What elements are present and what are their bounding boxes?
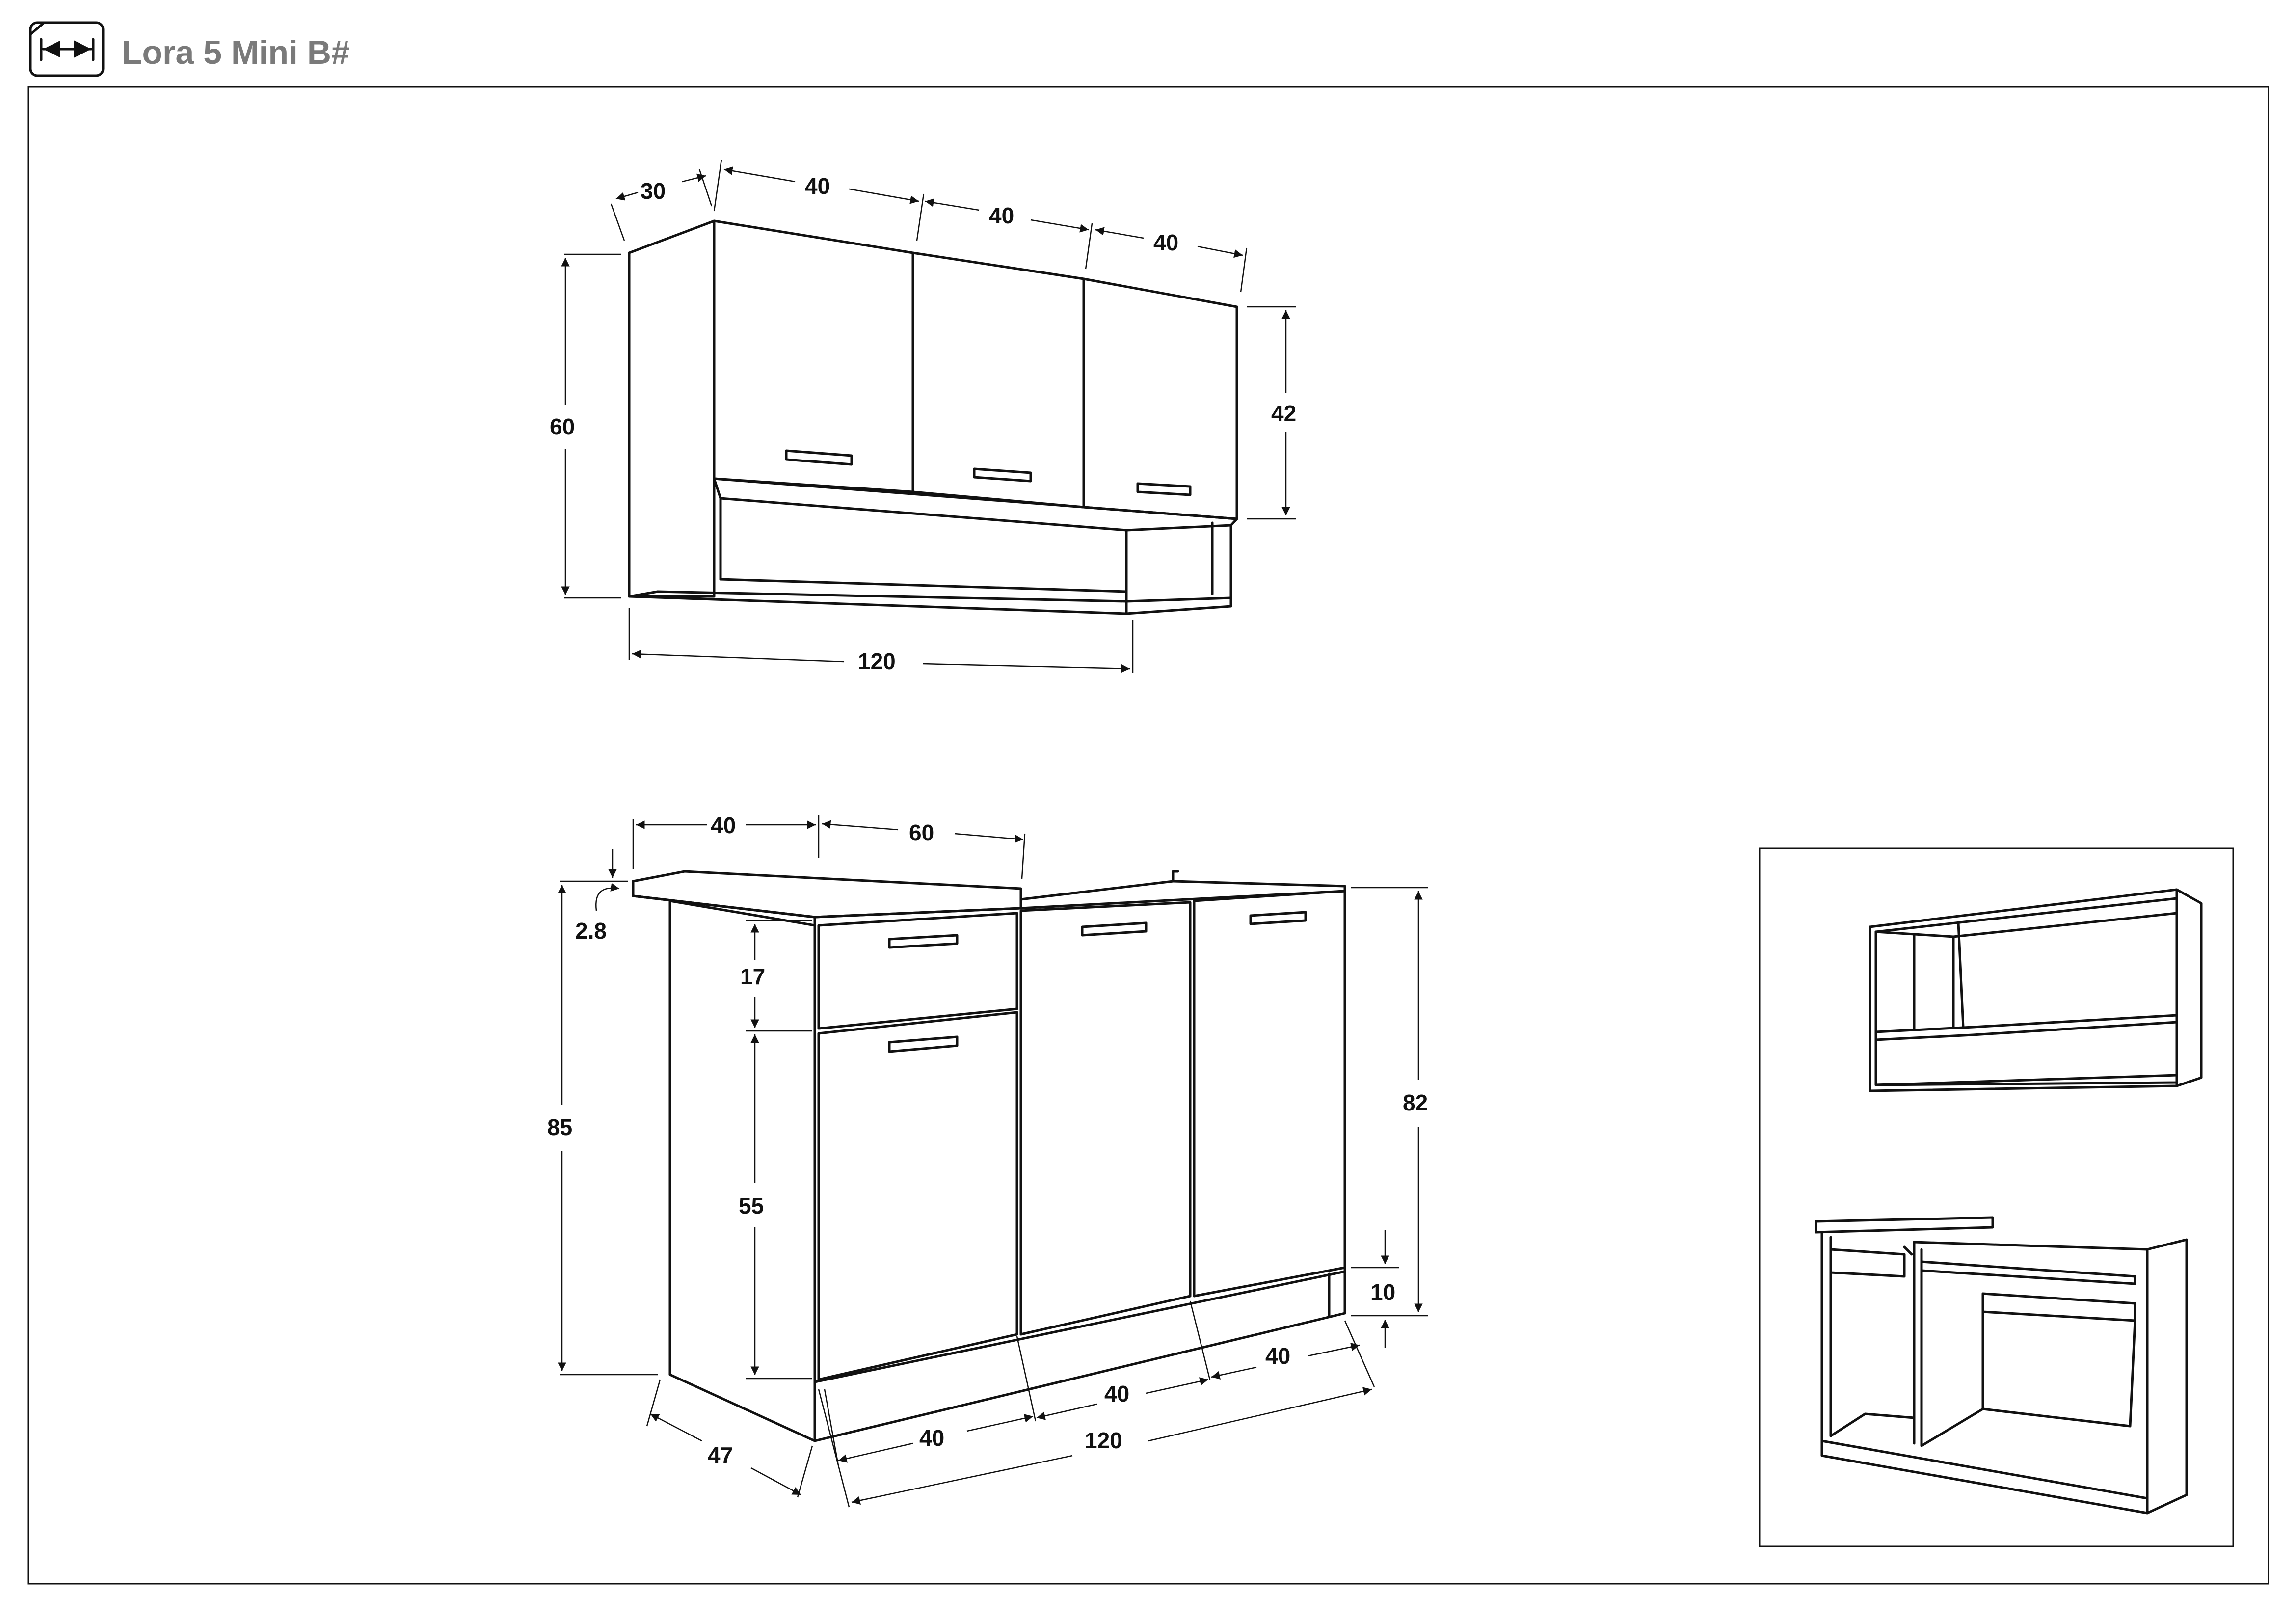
base-height-body-label: 82 — [1403, 1090, 1428, 1115]
base-door-width-1-label: 40 — [919, 1425, 944, 1451]
base-door-width-2-label: 40 — [1104, 1381, 1129, 1407]
wall-total-width-label: 120 — [858, 649, 896, 674]
base-unit-dimensions — [558, 815, 1428, 1508]
base-door-width-3-label: 40 — [1265, 1343, 1290, 1369]
base-door-height-label: 55 — [739, 1193, 764, 1218]
wall-door-width-3-label: 40 — [1153, 230, 1178, 255]
plinth-height-label: 10 — [1370, 1279, 1395, 1305]
base-depth-label: 47 — [708, 1442, 733, 1468]
open-cabinets-preview-icon — [1815, 888, 2203, 1515]
page-title: Lora 5 Mini B# — [122, 34, 350, 71]
preview-frame — [1759, 847, 2234, 1547]
worktop-thickness-label: 2.8 — [575, 918, 607, 944]
dimension-arrow-icon — [29, 21, 105, 77]
base-drawer-width-label: 40 — [711, 812, 736, 838]
wall-door-width-1-label: 40 — [805, 173, 830, 199]
wall-unit-drawing — [628, 219, 1238, 615]
base-total-width-label: 120 — [1085, 1428, 1122, 1453]
base-sink-width-label: 60 — [909, 820, 934, 845]
wall-depth-label: 30 — [641, 178, 666, 204]
base-height-total-label: 85 — [547, 1114, 572, 1140]
wall-door-height-label: 42 — [1271, 401, 1296, 426]
wall-height-label: 60 — [550, 414, 575, 439]
wall-door-width-2-label: 40 — [989, 203, 1014, 228]
wall-unit-dimensions — [561, 159, 1296, 673]
base-unit-drawing — [632, 870, 1346, 1442]
drawing-frame — [27, 86, 2269, 1585]
base-drawer-height-label: 17 — [740, 964, 765, 989]
